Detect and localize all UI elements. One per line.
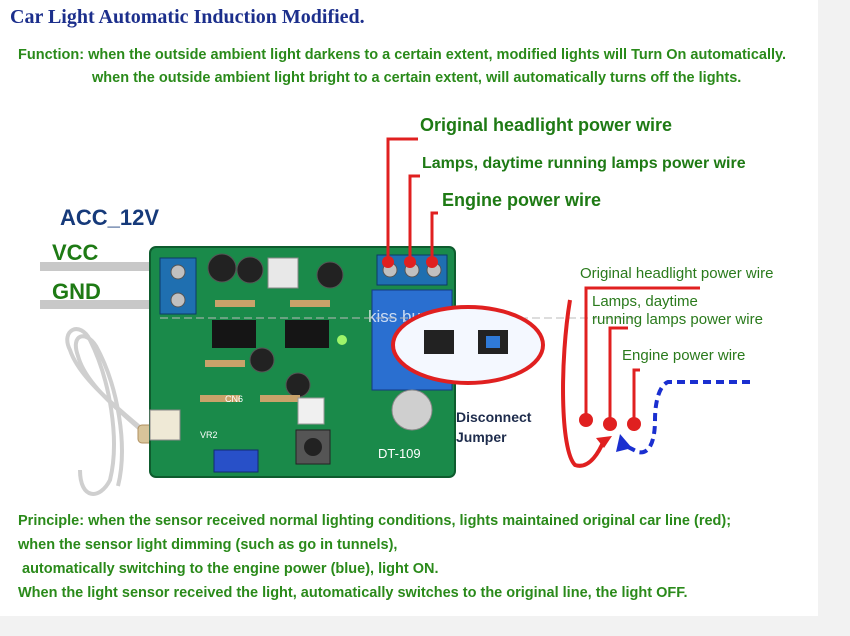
gnd-wire bbox=[40, 300, 170, 309]
principle-line-4: When the light sensor received the light… bbox=[18, 585, 688, 601]
right-wire-lines bbox=[584, 286, 700, 420]
right-label-engine: Engine power wire bbox=[622, 347, 746, 364]
right-margin-strip bbox=[818, 0, 850, 636]
right-label-lamps-1: Lamps, daytime bbox=[592, 293, 698, 310]
diagram-title: Car Light Automatic Induction Modified. bbox=[10, 6, 365, 28]
jumper-label-1: Disconnect bbox=[456, 409, 532, 425]
principle-line-2: when the sensor light dimming (such as g… bbox=[18, 537, 398, 553]
right-label-lamps-2: running lamps power wire bbox=[592, 311, 763, 328]
jumper-zoom-ellipse bbox=[391, 305, 545, 385]
top-label-original: Original headlight power wire bbox=[420, 115, 673, 135]
potentiometer-vr2 bbox=[213, 449, 259, 473]
top-wire-brackets bbox=[386, 137, 438, 260]
principle-line-1: Principle: when the sensor received norm… bbox=[18, 513, 732, 529]
sensor-connector bbox=[149, 409, 181, 441]
cn6-label: CN6 bbox=[225, 394, 243, 404]
dot-engine bbox=[627, 417, 641, 431]
jumper-label-2: Jumper bbox=[456, 429, 507, 445]
right-label-original: Original headlight power wire bbox=[580, 265, 774, 282]
ic-chip-2 bbox=[285, 320, 329, 348]
acc-label: ACC_12V bbox=[60, 205, 160, 230]
function-line-2: when the outside ambient light bright to… bbox=[92, 70, 742, 86]
top-label-lamps: Lamps, daytime running lamps power wire bbox=[422, 155, 746, 172]
vcc-label: VCC bbox=[52, 240, 99, 265]
top-label-engine: Engine power wire bbox=[442, 190, 602, 210]
light-sensor-cable bbox=[65, 327, 162, 496]
dot-original bbox=[579, 413, 593, 427]
principle-line-3: automatically switching to the engine po… bbox=[22, 561, 439, 577]
photo-sensor bbox=[391, 389, 433, 431]
capacitor-4 bbox=[249, 347, 275, 373]
capacitor-2 bbox=[236, 256, 264, 284]
dot-lamps bbox=[603, 417, 617, 431]
gnd-label: GND bbox=[52, 279, 101, 304]
model-label: DT-109 bbox=[378, 446, 421, 461]
capacitor-1 bbox=[207, 253, 237, 283]
red-switch-arrow bbox=[561, 299, 606, 468]
vcc-wire bbox=[40, 262, 170, 271]
potentiometer-1 bbox=[267, 257, 299, 289]
blue-switch-arrow bbox=[621, 380, 750, 455]
function-line-1: Function: when the outside ambient light… bbox=[18, 47, 787, 63]
capacitor-5 bbox=[285, 372, 311, 398]
vr2-label: VR2 bbox=[200, 430, 218, 440]
bottom-margin-strip bbox=[0, 616, 850, 636]
ic-chip-1 bbox=[212, 320, 256, 348]
capacitor-3 bbox=[316, 261, 344, 289]
